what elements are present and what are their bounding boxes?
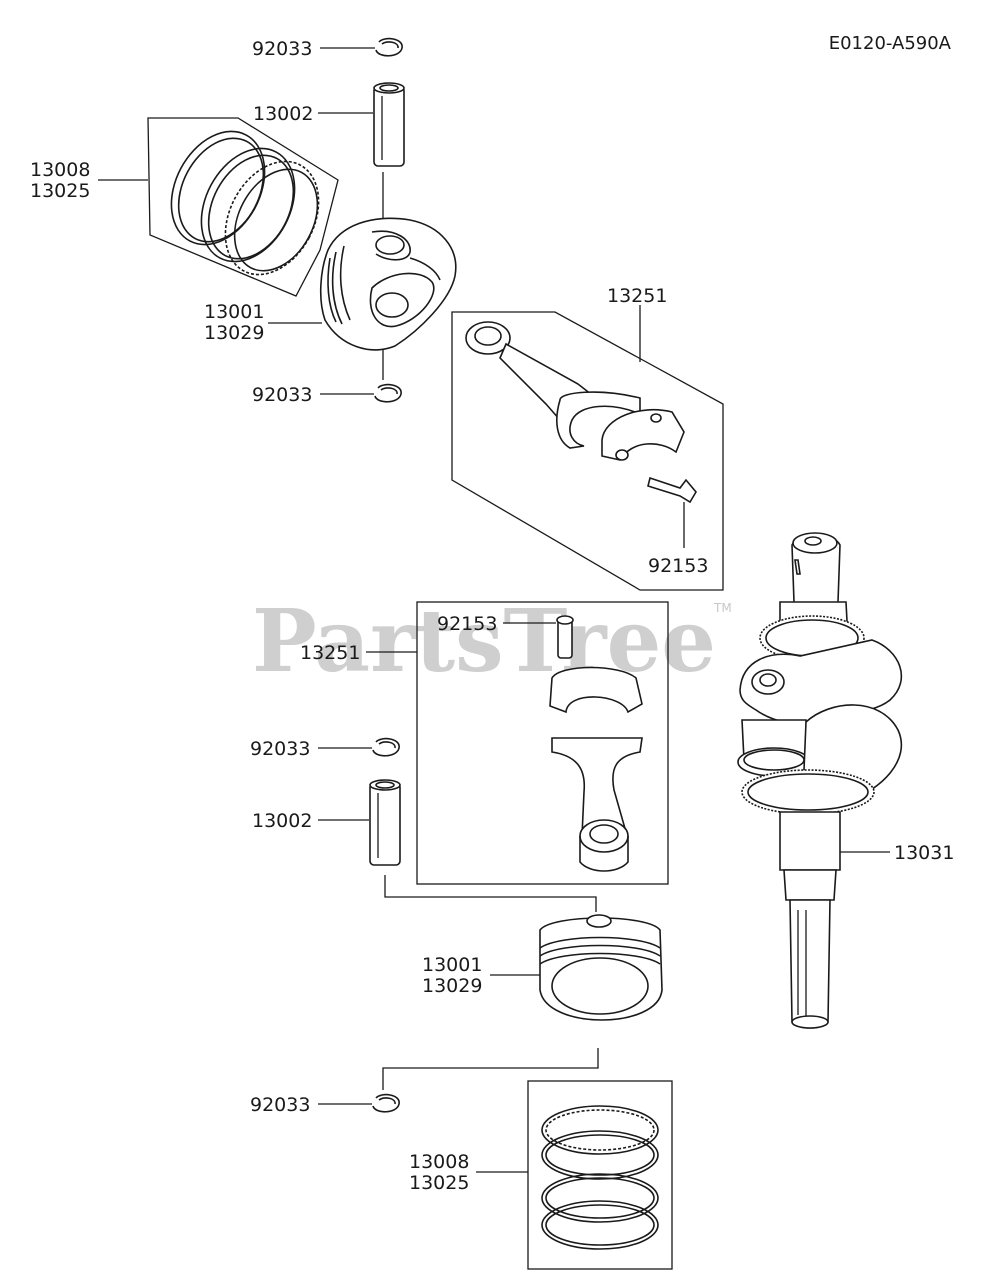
label-rings-top-b: 13025 xyxy=(30,180,90,202)
label-rod-mid: 13251 xyxy=(300,642,360,664)
label-piston-low-b: 13029 xyxy=(422,975,482,997)
connecting-rod-top[interactable] xyxy=(465,321,697,504)
piston-rings-low[interactable] xyxy=(541,1105,659,1250)
axis-piston-low xyxy=(382,1048,599,1090)
piston-pin-top[interactable] xyxy=(373,82,405,167)
piston-pin-low[interactable] xyxy=(369,779,401,866)
piston-rings-top[interactable] xyxy=(153,115,338,290)
label-piston-low-a: 13001 xyxy=(422,954,482,976)
piston-top[interactable] xyxy=(319,217,457,351)
watermark-trademark: TM xyxy=(713,601,732,615)
diagram-code: E0120-A590A xyxy=(829,33,952,54)
connecting-rod-mid[interactable] xyxy=(549,615,643,872)
label-rings-top-a: 13008 xyxy=(30,159,90,181)
label-rod-top: 13251 xyxy=(607,285,667,307)
label-piston-top-a: 13001 xyxy=(204,301,264,323)
rings-top-box xyxy=(147,117,339,297)
label-circlip-low: 92033 xyxy=(250,738,310,760)
label-rings-low-b: 13025 xyxy=(409,1172,469,1194)
circlip-mid[interactable] xyxy=(374,383,402,403)
rings-low-box xyxy=(527,1080,673,1270)
watermark-text: PartsTree xyxy=(252,591,716,692)
label-bolt-mid: 92153 xyxy=(437,613,497,635)
label-circlip-mid: 92033 xyxy=(252,384,312,406)
rod-mid-box xyxy=(416,601,669,885)
crankshaft[interactable] xyxy=(737,532,903,1029)
label-crankshaft: 13031 xyxy=(894,842,954,864)
rod-top-box xyxy=(451,311,724,591)
watermark: PartsTree TM xyxy=(252,591,732,692)
label-rings-low-a: 13008 xyxy=(409,1151,469,1173)
label-pin-top: 13002 xyxy=(253,103,313,125)
circlip-bottom[interactable] xyxy=(372,1093,400,1113)
label-pin-low: 13002 xyxy=(252,810,312,832)
piston-low[interactable] xyxy=(539,914,663,1021)
label-circlip-bottom: 92033 xyxy=(250,1094,310,1116)
circlip-low[interactable] xyxy=(372,737,400,757)
circlip-top[interactable] xyxy=(375,37,403,57)
label-piston-top-b: 13029 xyxy=(204,322,264,344)
label-bolt-top: 92153 xyxy=(648,555,708,577)
label-circlip-top: 92033 xyxy=(252,38,312,60)
axis-pin-low xyxy=(384,875,597,912)
